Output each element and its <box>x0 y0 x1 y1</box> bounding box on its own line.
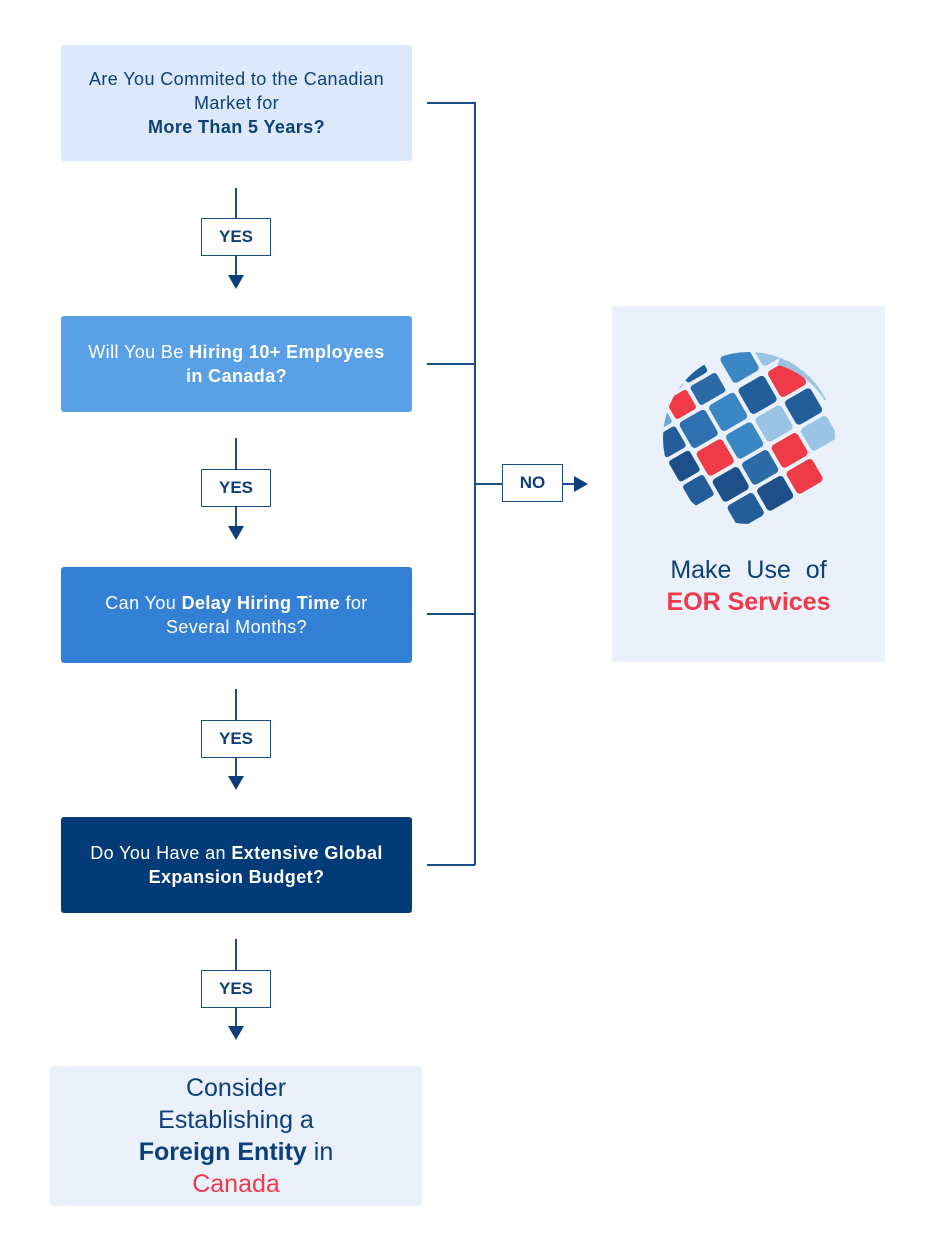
question-box-2: Will You Be Hiring 10+ Employees in Cana… <box>61 316 412 412</box>
no-label: NO <box>502 464 563 502</box>
entity-line-2: Establishing a <box>158 1106 314 1134</box>
eor-title: Make Use of <box>670 556 827 584</box>
result-eor-box: Make Use of EOR Services <box>612 306 885 662</box>
connector-line <box>475 483 502 485</box>
connector-line <box>235 188 237 218</box>
question-3-text: Can You <box>105 593 182 613</box>
question-box-4: Do You Have an Extensive Global Expansio… <box>61 817 412 913</box>
trunk-line <box>474 102 476 865</box>
connector-line <box>235 438 237 469</box>
arrow-down-icon <box>228 1026 244 1040</box>
entity-country: Canada <box>192 1170 280 1198</box>
connector-line <box>235 507 237 527</box>
question-1-text: Are You Commited to the Canadian Market … <box>89 69 384 113</box>
branch-line-3 <box>427 613 475 615</box>
connector-line <box>235 689 237 720</box>
arrow-down-icon <box>228 275 244 289</box>
question-box-1: Are You Commited to the Canadian Market … <box>61 45 412 161</box>
question-box-3: Can You Delay Hiring Time for Several Mo… <box>61 567 412 663</box>
branch-line-2 <box>427 363 475 365</box>
eor-highlight: EOR Services <box>666 588 831 616</box>
question-3-bold: Delay Hiring Time <box>181 593 341 613</box>
yes-label: YES <box>201 720 271 758</box>
question-1-bold: More Than 5 Years? <box>148 117 325 137</box>
question-3-suffix: for Several Months? <box>165 593 368 637</box>
branch-line-1 <box>427 102 475 104</box>
arrow-right-icon <box>574 476 588 492</box>
arrow-down-icon <box>228 526 244 540</box>
question-4-bold: Extensive Global Expansion Budget? <box>148 843 383 887</box>
connector-line <box>235 939 237 970</box>
question-2-bold: Hiring 10+ Employees in Canada? <box>185 342 385 386</box>
entity-bold: Foreign Entity <box>138 1138 307 1166</box>
connector-line <box>563 483 575 485</box>
result-entity-box: Consider Establishing a Foreign Entity i… <box>50 1066 422 1206</box>
connector-line <box>235 1008 237 1027</box>
connector-line <box>235 256 237 276</box>
connector-line <box>235 758 237 777</box>
yes-label: YES <box>201 970 271 1008</box>
entity-line-1: Consider <box>185 1074 287 1102</box>
branch-line-4 <box>427 864 475 866</box>
globe-mosaic-icon <box>662 352 835 524</box>
question-2-text: Will You Be <box>88 342 190 362</box>
arrow-down-icon <box>228 776 244 790</box>
yes-label: YES <box>201 469 271 507</box>
yes-label: YES <box>201 218 271 256</box>
question-4-text: Do You Have an <box>90 843 232 863</box>
entity-in: in <box>306 1138 334 1166</box>
